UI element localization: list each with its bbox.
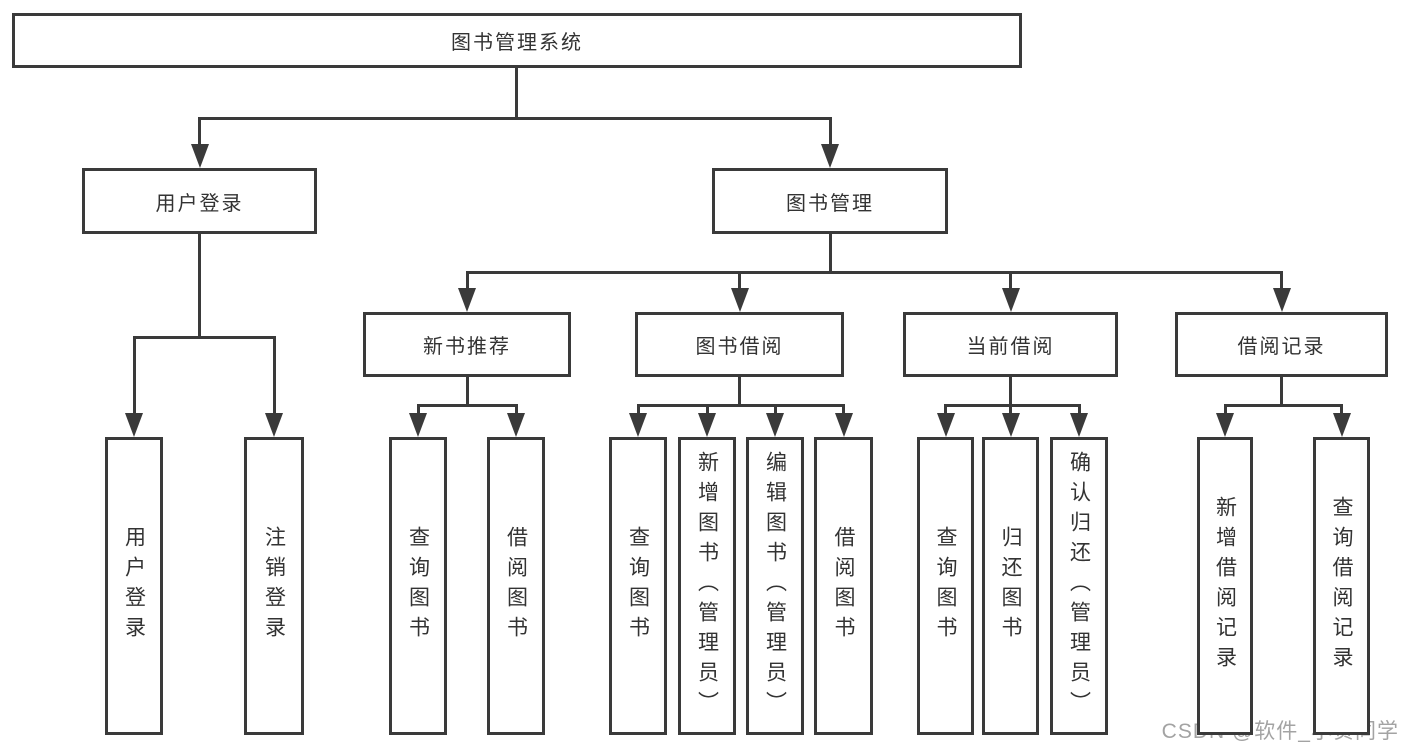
node-edit-books-admin: 编辑图书（管理员） [746,437,804,735]
node-label: 查询图书 [934,526,957,646]
arrowhead-down-icon [507,413,525,437]
arrow-stem [828,118,832,148]
arrow-stem [272,337,276,417]
node-new-book-recommendation: 新书推荐 [363,312,571,377]
arrow-stem [1280,272,1283,292]
node-current-borrowing: 当前借阅 [903,312,1118,377]
node-label: 新书推荐 [423,336,511,358]
arrow-stem [1009,405,1012,417]
node-label: 确认归还（管理员） [1067,451,1091,721]
connector-branch [132,335,276,339]
connector-stub [1280,377,1283,407]
connector-branch [1223,403,1343,407]
node-logout-action: 注销登录 [244,437,304,735]
node-label: 图书管理 [786,192,874,215]
arrow-stem [1223,405,1227,417]
node-label: 新增图书（管理员） [695,451,719,721]
arrow-stem [738,272,741,292]
node-library-management-system: 图书管理系统 [12,13,1022,68]
node-add-borrowing-record: 新增借阅记录 [1197,437,1253,735]
connector-branch [944,403,1081,407]
connector-branch [198,116,832,120]
connector-stub [465,377,469,407]
connector-stub [1009,377,1012,407]
node-label: 注销登录 [262,526,286,646]
arrowhead-down-icon [766,413,784,437]
arrow-stem [514,405,518,417]
connector-branch [465,270,1283,274]
arrowhead-down-icon [629,413,647,437]
arrow-stem [944,405,947,417]
arrow-stem [198,118,201,148]
arrowhead-down-icon [730,288,749,312]
connector-stub [514,68,518,120]
arrowhead-down-icon [1070,413,1088,437]
node-query-books-recommend: 查询图书 [389,437,447,735]
arrowhead-down-icon [1272,288,1291,312]
node-book-borrowing: 图书借阅 [635,312,844,377]
node-label: 借阅图书 [832,526,855,646]
arrow-stem [1077,405,1081,417]
arrow-stem [842,405,845,417]
node-book-management-module: 图书管理 [712,168,948,234]
arrowhead-down-icon [190,144,209,168]
arrow-stem [773,405,777,417]
node-label: 图书管理系统 [451,32,583,54]
node-query-borrowing-record: 查询借阅记录 [1313,437,1370,735]
node-user-login-action: 用户登录 [105,437,163,735]
connector-branch [636,403,845,407]
node-label: 当前借阅 [966,336,1055,358]
node-borrow-books-recommend: 借阅图书 [487,437,545,735]
arrowhead-down-icon [698,413,716,437]
arrow-stem [416,405,420,417]
arrowhead-down-icon [1001,413,1020,437]
node-return-books: 归还图书 [982,437,1039,735]
connector-stub [828,234,832,274]
node-label: 归还图书 [999,526,1022,646]
arrow-stem [1009,272,1012,292]
node-confirm-return-admin: 确认归还（管理员） [1050,437,1108,735]
arrowhead-down-icon [125,413,143,437]
node-add-books-admin: 新增图书（管理员） [678,437,736,735]
connector-stub [198,234,201,339]
arrowhead-down-icon [409,413,427,437]
node-label: 用户登录 [155,192,244,215]
arrowhead-down-icon [821,144,839,168]
arrow-stem [1340,405,1343,417]
node-query-books-borrowing: 查询图书 [609,437,667,735]
arrowhead-down-icon [1216,413,1234,437]
node-label: 借阅记录 [1237,336,1326,358]
connector-stub [738,377,741,407]
arrow-stem [705,405,709,417]
node-label: 借阅图书 [504,526,528,646]
arrow-stem [132,337,136,417]
node-label: 查询借阅记录 [1330,496,1353,676]
node-borrow-books-borrowing: 借阅图书 [814,437,873,735]
node-label: 新增借阅记录 [1213,496,1237,676]
arrowhead-down-icon [936,413,955,437]
arrowhead-down-icon [1001,288,1020,312]
arrowhead-down-icon [834,413,853,437]
connector-branch [416,403,518,407]
arrowhead-down-icon [1332,413,1351,437]
arrow-stem [636,405,640,417]
node-label: 编辑图书（管理员） [763,451,787,721]
node-borrowing-records: 借阅记录 [1175,312,1388,377]
node-label: 图书借阅 [695,336,784,358]
node-query-books-current: 查询图书 [917,437,974,735]
arrowhead-down-icon [458,288,476,312]
node-user-login-module: 用户登录 [82,168,317,234]
node-label: 查询图书 [626,526,650,646]
arrow-stem [465,272,469,292]
arrowhead-down-icon [265,413,283,437]
node-label: 用户登录 [122,526,146,646]
node-label: 查询图书 [406,526,430,646]
